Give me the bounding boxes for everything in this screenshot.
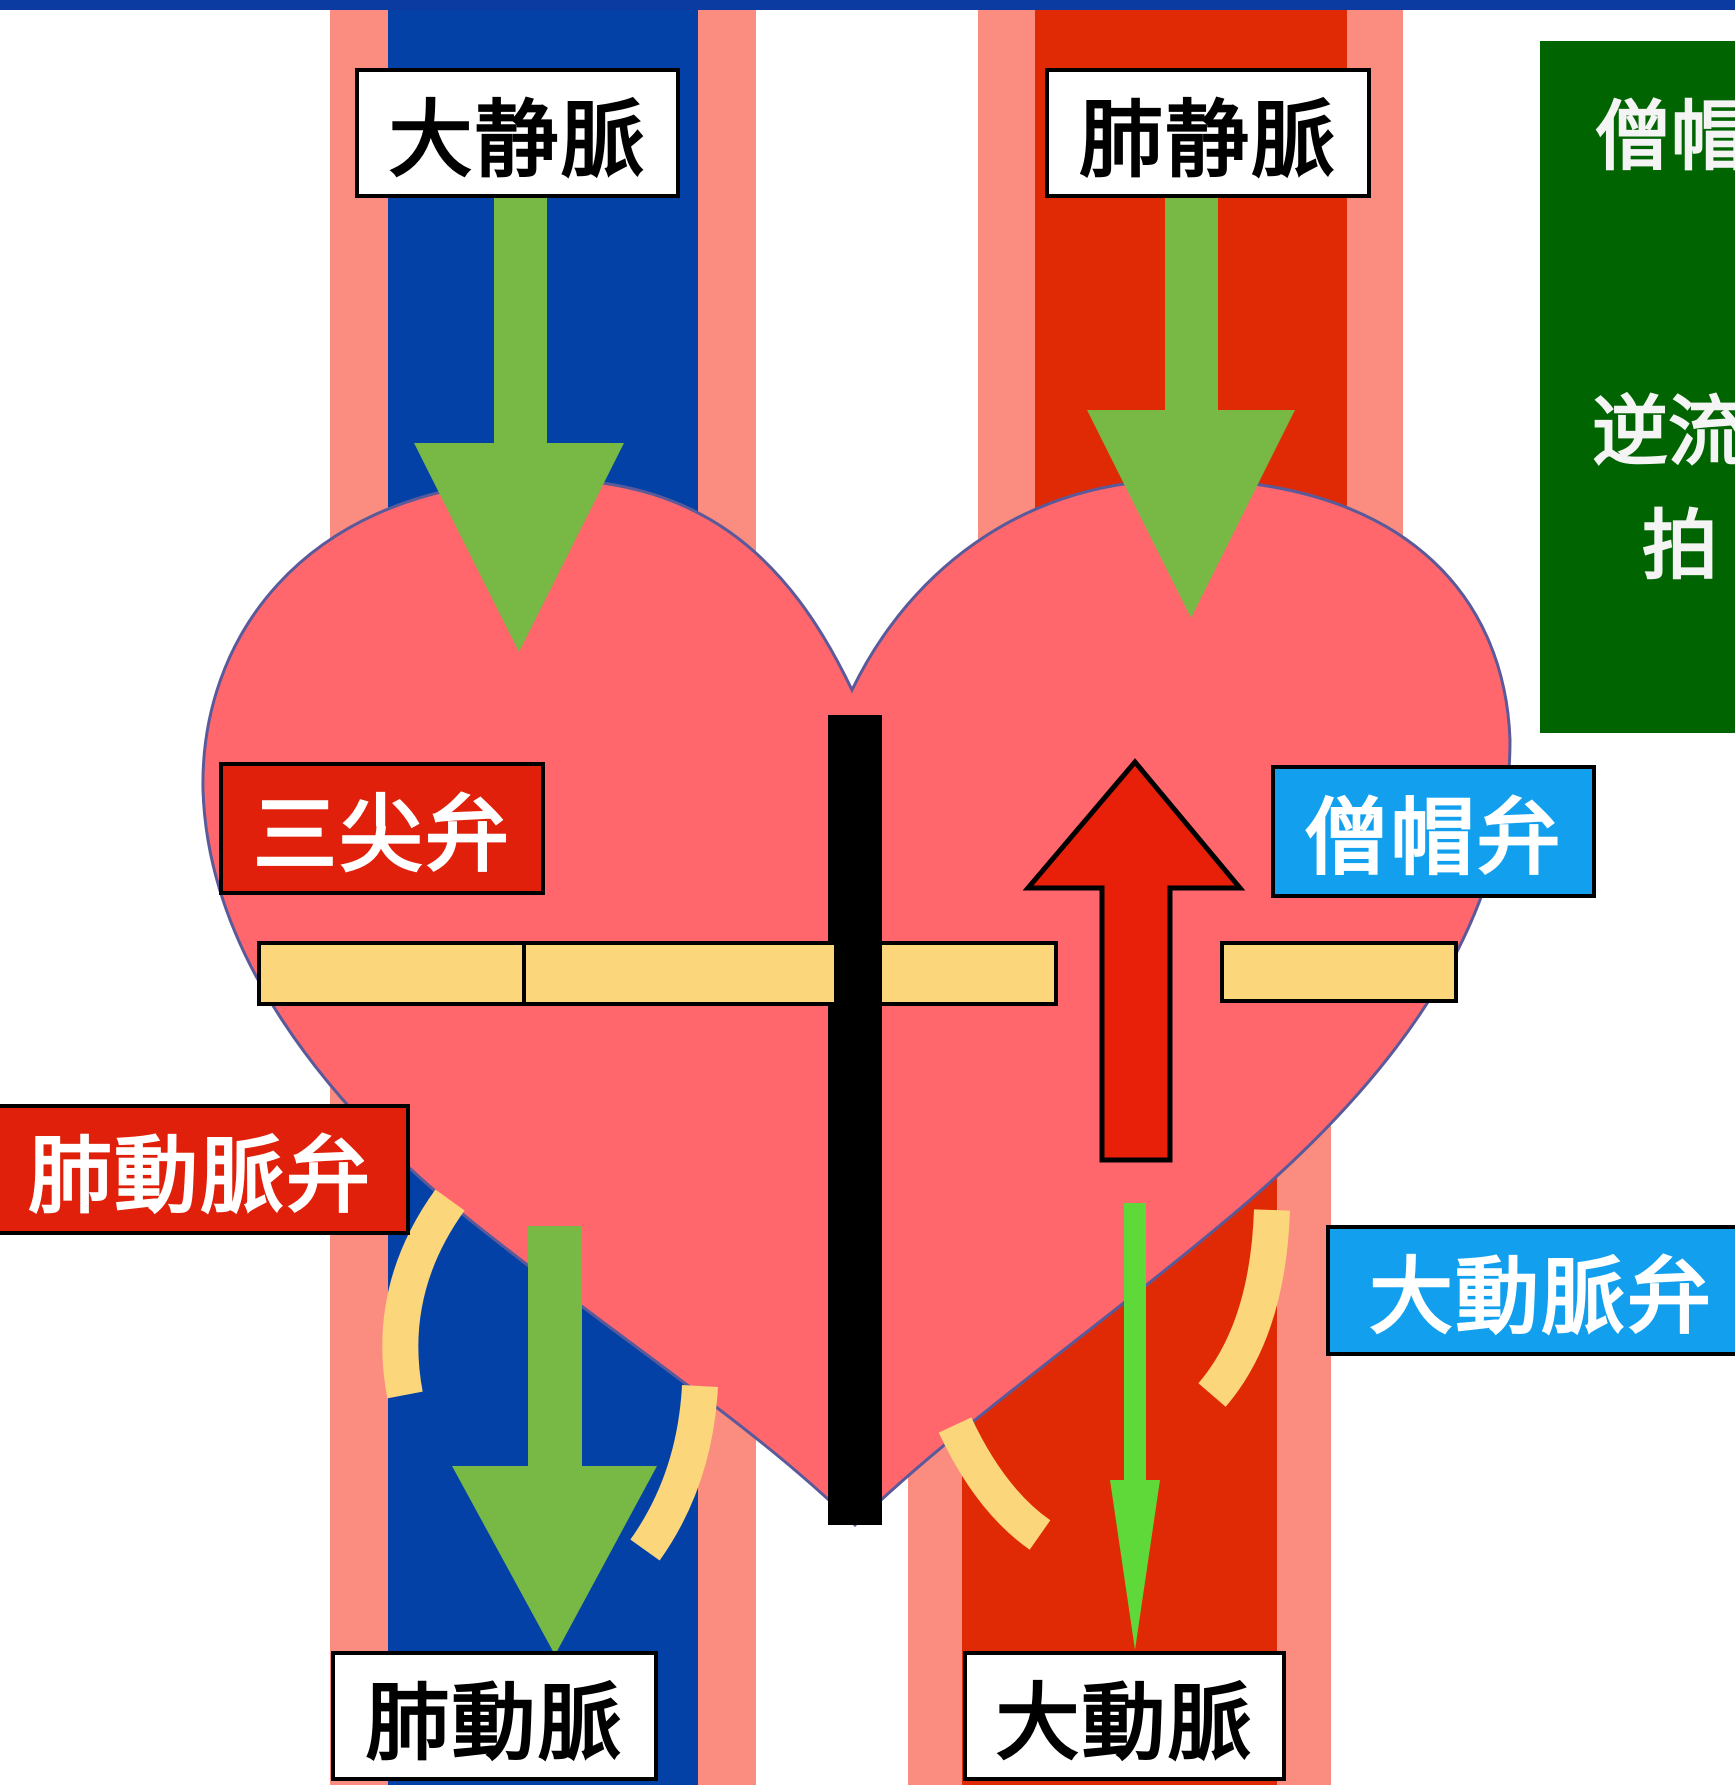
aorta-flow-arrow bbox=[1110, 1203, 1160, 1650]
info-panel-line-3: 拍 bbox=[1642, 501, 1718, 590]
vena-cava-flow-arrow bbox=[414, 195, 624, 652]
header-bar bbox=[0, 0, 1735, 10]
pulmonary-vein-flow-arrow bbox=[1087, 195, 1295, 618]
aorta-label: 大動脈 bbox=[963, 1651, 1286, 1781]
pulmonary-valve-arcs bbox=[382, 1189, 718, 1561]
info-panel: 僧帽 逆流 拍 bbox=[1540, 41, 1735, 733]
pulmonary-valve-label: 肺動脈弁 bbox=[0, 1104, 410, 1235]
vena-cava-label: 大静脈 bbox=[355, 68, 680, 198]
tricuspid-valve-label: 三尖弁 bbox=[219, 762, 545, 895]
mitral-valve-label: 僧帽弁 bbox=[1271, 765, 1596, 898]
pulmonary-vein-label: 肺静脈 bbox=[1045, 68, 1371, 198]
aortic-valve-arcs bbox=[938, 1209, 1290, 1550]
tricuspid-valve-leaflets bbox=[257, 941, 838, 1006]
pulmonary-artery-flow-arrow bbox=[452, 1226, 657, 1655]
info-panel-line-2: 逆流 bbox=[1592, 387, 1735, 476]
aortic-valve-label: 大動脈弁 bbox=[1326, 1225, 1735, 1356]
mitral-valve-leaflets bbox=[878, 941, 1458, 1006]
pulmonary-artery-label: 肺動脈 bbox=[331, 1651, 658, 1781]
backflow-arrow bbox=[1022, 758, 1246, 1163]
septum bbox=[828, 715, 882, 1525]
info-panel-line-1: 僧帽 bbox=[1595, 92, 1735, 181]
